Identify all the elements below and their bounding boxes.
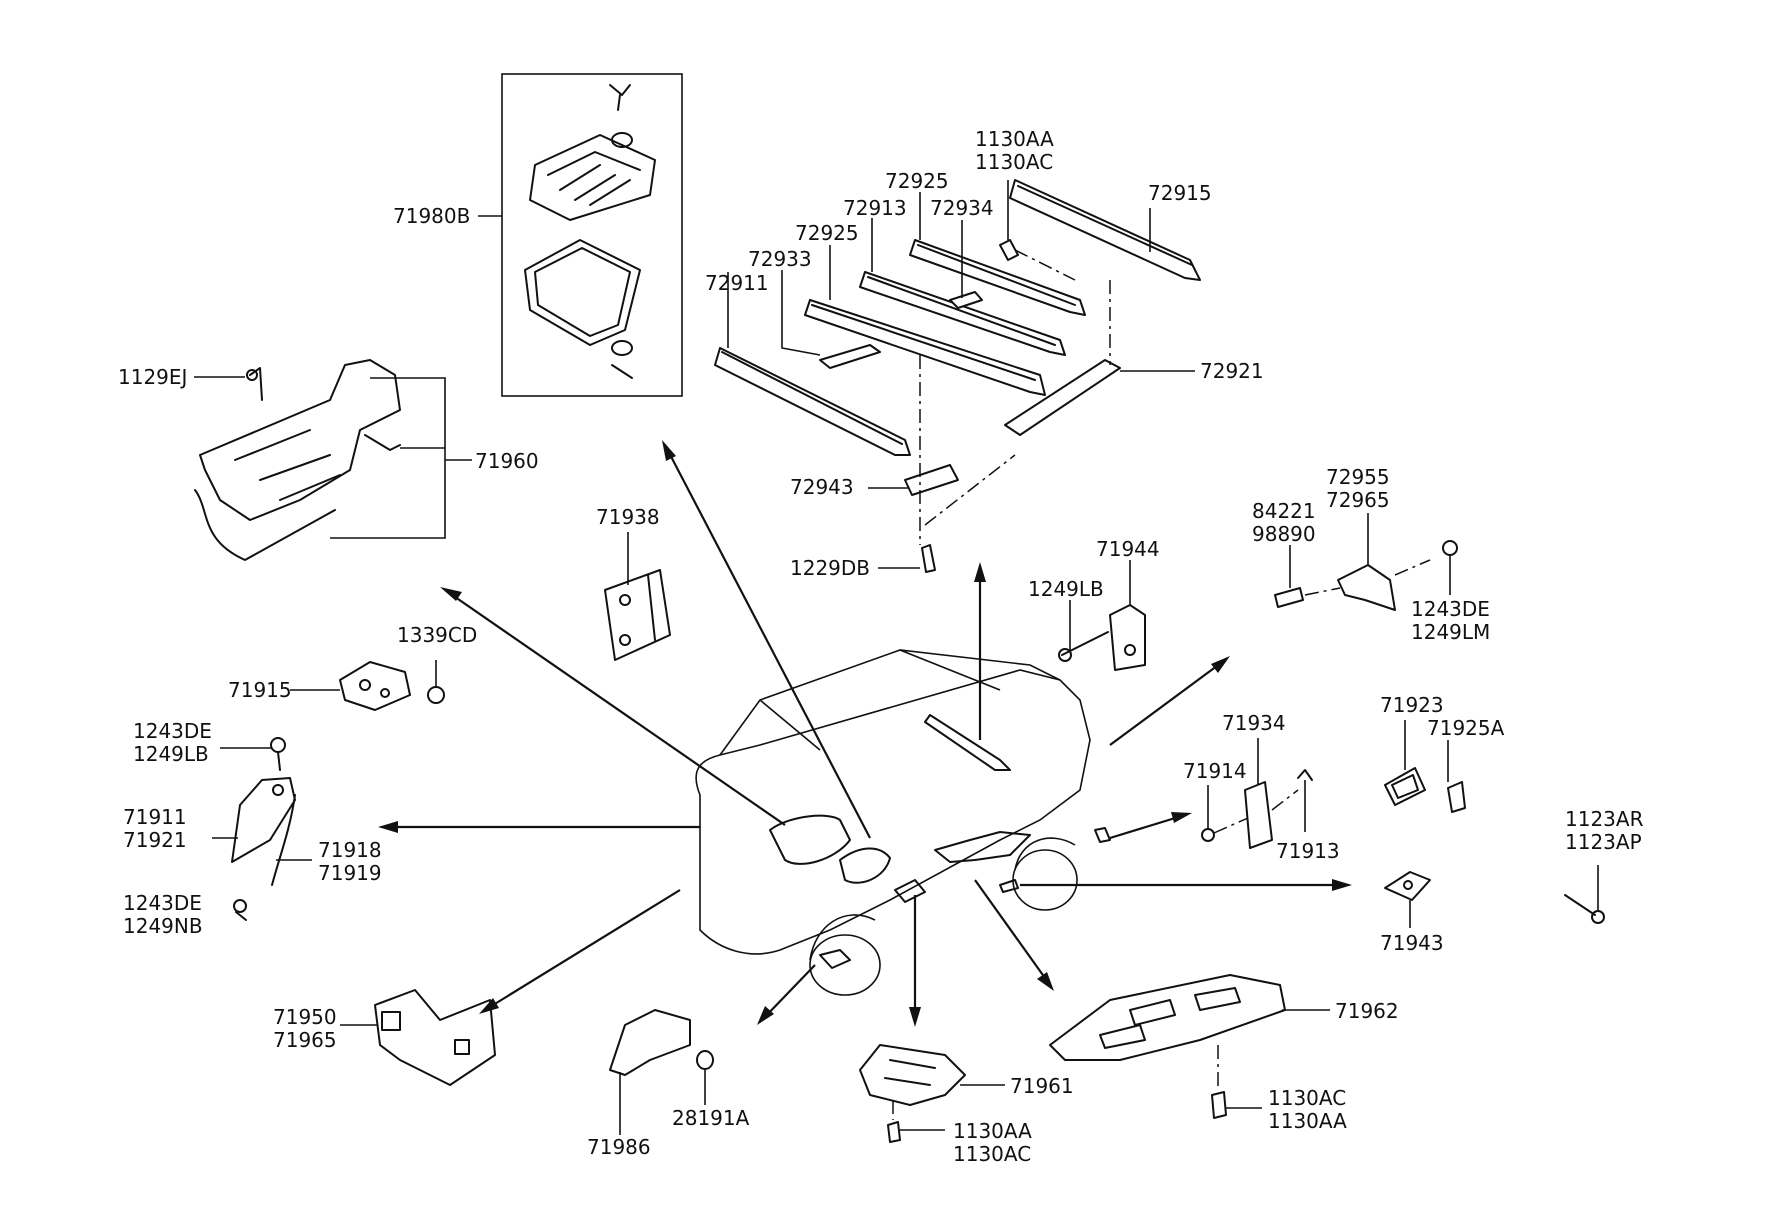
label-1249LB-b: 1249LB	[133, 742, 209, 766]
label-71943: 71943	[1380, 931, 1444, 955]
label-1243DE-c: 1243DE	[123, 891, 202, 915]
label-72911: 72911	[705, 271, 769, 295]
label-1249NB: 1249NB	[123, 914, 203, 938]
label-1243DE-a: 1243DE	[1411, 597, 1490, 621]
part-71913-group	[1271, 769, 1313, 832]
centerlines-top	[919, 249, 1111, 545]
part-72934-group	[949, 220, 983, 309]
label-71962: 71962	[1335, 999, 1399, 1023]
label-1123AP: 1123AP	[1565, 830, 1642, 854]
label-71961: 71961	[1010, 1074, 1074, 1098]
label-71965: 71965	[273, 1028, 337, 1052]
part-72925a-group	[909, 192, 1086, 316]
part-71961-group	[859, 1044, 1005, 1120]
part-1130AA-top-group	[999, 180, 1019, 261]
part-72943-group	[868, 464, 959, 496]
label-71934: 71934	[1222, 711, 1286, 735]
label-1129EJ: 1129EJ	[118, 365, 187, 389]
label-72934: 72934	[930, 196, 994, 220]
label-72913: 72913	[843, 196, 907, 220]
label-1249LB-a: 1249LB	[1028, 577, 1104, 601]
label-71960: 71960	[475, 449, 539, 473]
part-71944-group	[1109, 560, 1146, 671]
part-71950-group	[340, 989, 496, 1086]
label-72965: 72965	[1326, 488, 1390, 512]
part-71934-group	[1244, 738, 1273, 849]
part-28191A-group	[696, 1050, 714, 1105]
part-71986-group	[609, 1009, 691, 1135]
part-72955-group	[1304, 513, 1431, 611]
label-72925-a: 72925	[885, 169, 949, 193]
label-72943: 72943	[790, 475, 854, 499]
part-71962-group	[1049, 974, 1330, 1090]
part-71915-group	[290, 661, 411, 711]
label-71938: 71938	[596, 505, 660, 529]
part-72933-group	[781, 270, 881, 369]
label-71913: 71913	[1276, 839, 1340, 863]
label-1130AC-top: 1130AC	[975, 150, 1053, 174]
part-71938-group	[604, 532, 671, 661]
label-1130AC-c: 1130AC	[1268, 1086, 1346, 1110]
label-71950: 71950	[273, 1005, 337, 1029]
label-71944: 71944	[1096, 537, 1160, 561]
label-28191A: 28191A	[672, 1106, 750, 1130]
part-72911-group	[714, 272, 911, 456]
part-72915-group	[1009, 179, 1201, 281]
arrows	[378, 440, 1352, 1027]
label-84221: 84221	[1252, 499, 1316, 523]
label-71914: 71914	[1183, 759, 1247, 783]
label-71923: 71923	[1380, 693, 1444, 717]
part-71925A-group	[1447, 740, 1466, 813]
label-71980B: 71980B	[393, 204, 470, 228]
label-71919: 71919	[318, 861, 382, 885]
part-1130AA-b-group	[887, 1121, 945, 1143]
label-71921: 71921	[123, 828, 187, 852]
label-71918: 71918	[318, 838, 382, 862]
label-1229DB: 1229DB	[790, 556, 870, 580]
part-71914-group	[1201, 785, 1249, 842]
label-71915: 71915	[228, 678, 292, 702]
part-1339CD-group	[427, 660, 445, 704]
part-72921-group	[1004, 359, 1195, 436]
label-72915: 72915	[1148, 181, 1212, 205]
label-72925-b: 72925	[795, 221, 859, 245]
label-1243DE-b: 1243DE	[133, 719, 212, 743]
label-71911: 71911	[123, 805, 187, 829]
part-71943-group	[1384, 871, 1431, 928]
part-71918-group	[271, 794, 312, 886]
part-72913-group	[859, 218, 1066, 356]
part-84221-group	[1274, 545, 1304, 608]
part-1243DE-a-group	[1442, 540, 1458, 595]
label-1130AC-b: 1130AC	[953, 1142, 1031, 1166]
part-71960-group	[194, 359, 472, 561]
label-1123AR: 1123AR	[1565, 807, 1644, 831]
label-71925A: 71925A	[1427, 716, 1505, 740]
part-1123AR-group	[1564, 865, 1605, 924]
part-1229DB-group	[878, 544, 936, 573]
label-1339CD: 1339CD	[397, 623, 477, 647]
part-1130AC-c-group	[1211, 1091, 1262, 1119]
part-1249LB-a-group	[1058, 600, 1109, 662]
label-1130AA-top: 1130AA	[975, 127, 1054, 151]
part-72925b-group	[804, 245, 1046, 396]
labels: 71980B 1129EJ 71960 1130AA 1130AC 72925 …	[118, 127, 1644, 1166]
part-71980B-group	[478, 73, 683, 397]
label-98890: 98890	[1252, 522, 1316, 546]
label-71986: 71986	[587, 1135, 651, 1159]
label-1249LM: 1249LM	[1411, 620, 1490, 644]
vehicle-body	[695, 649, 1111, 996]
label-72921: 72921	[1200, 359, 1264, 383]
label-1130AA-c: 1130AA	[1268, 1109, 1347, 1133]
label-72955: 72955	[1326, 465, 1390, 489]
part-71923-group	[1384, 720, 1426, 806]
label-72933: 72933	[748, 247, 812, 271]
part-1243DE-b-group	[220, 737, 286, 771]
part-1243DE-c-group	[233, 899, 247, 921]
label-1130AA-b: 1130AA	[953, 1119, 1032, 1143]
